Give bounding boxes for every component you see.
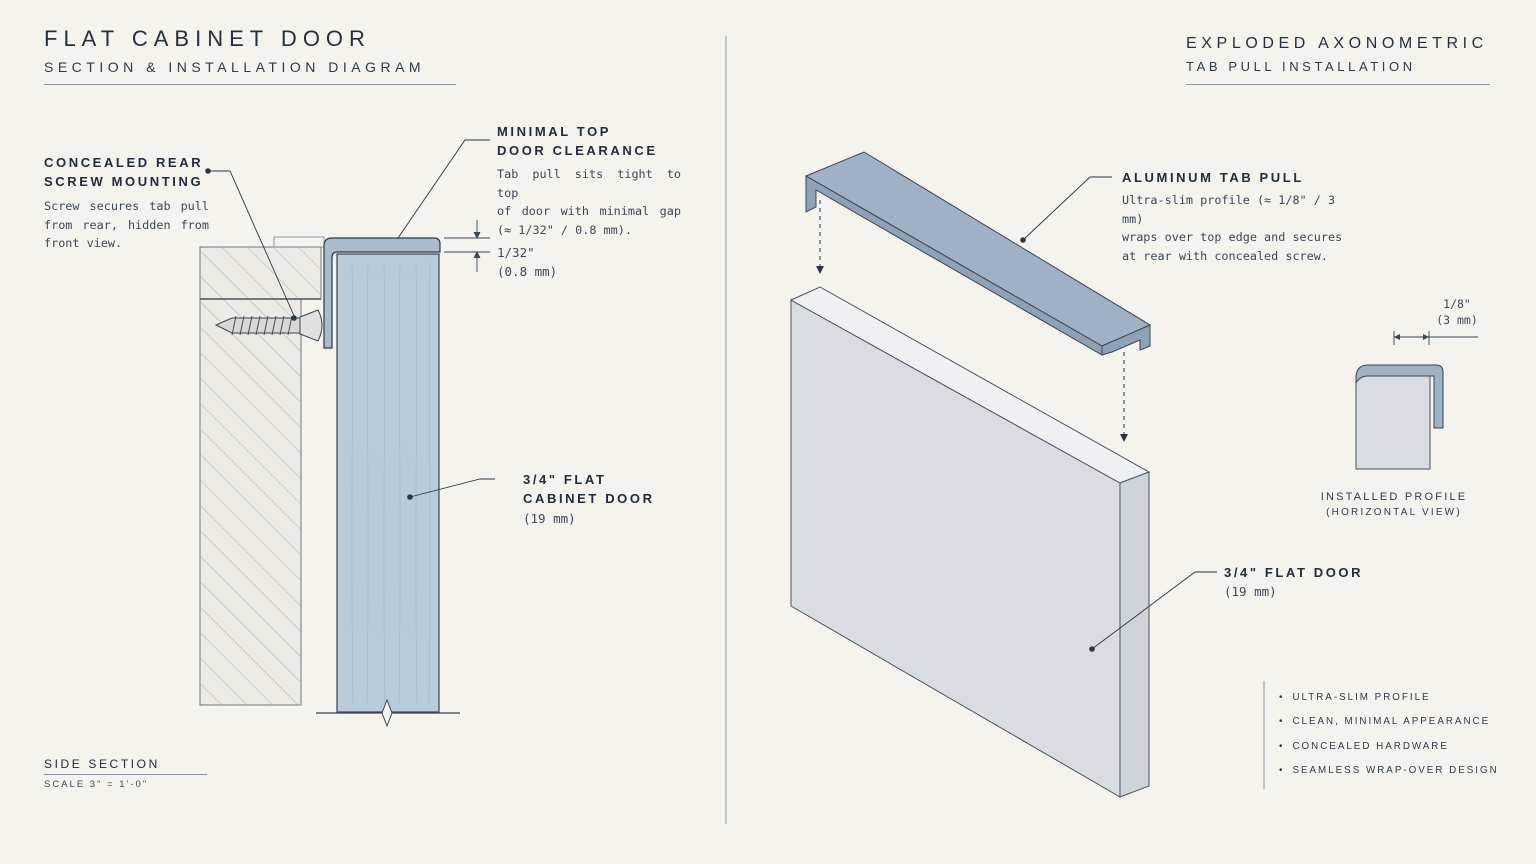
leader-screw xyxy=(208,170,296,319)
screw-callout-body-2: from rear, hidden from xyxy=(44,217,209,232)
leader-door-left xyxy=(409,478,495,498)
gap-dimension xyxy=(444,220,490,272)
profile-caption-2: (HORIZONTAL VIEW) xyxy=(1326,507,1462,518)
pull-callout-body-1: Ultra-slim profile (≈ 1/8" / 3 mm) xyxy=(1122,193,1336,226)
screw-callout-heading-2: SCREW MOUNTING xyxy=(44,174,204,189)
screw-callout-body-3: front view. xyxy=(44,236,123,250)
right-title-rule xyxy=(1186,84,1490,85)
door-callout-right-heading: 3/4" FLAT DOOR xyxy=(1224,565,1364,580)
clearance-callout-body-1: Tab pull sits tight to top xyxy=(497,167,681,200)
feature-item: •CONCEALED HARDWARE xyxy=(1279,740,1449,752)
side-section-label: SIDE SECTION xyxy=(44,757,160,771)
door-section xyxy=(336,253,440,713)
profile-caption: INSTALLED PROFILE (HORIZONTAL VIEW) xyxy=(1304,490,1484,520)
side-section-drawing xyxy=(199,139,495,728)
screw-callout: CONCEALED REAR SCREW MOUNTING Screw secu… xyxy=(44,153,209,253)
feature-item: •CLEAN, MINIMAL APPEARANCE xyxy=(1279,716,1491,728)
screw-callout-heading-1: CONCEALED REAR xyxy=(44,155,204,170)
screw xyxy=(214,309,323,342)
scale-label: SCALE 3" = 1'-0" xyxy=(44,779,149,790)
thickness-label-mm: (3 mm) xyxy=(1436,313,1478,327)
pull-callout-body-2: wraps over top edge and secures xyxy=(1122,230,1343,244)
right-subtitle: TAB PULL INSTALLATION xyxy=(1186,59,1416,74)
feature-item: •SEAMLESS WRAP-OVER DESIGN xyxy=(1279,765,1499,777)
title-rule xyxy=(44,84,456,85)
pull-callout-body-3: at rear with concealed screw. xyxy=(1122,248,1328,263)
screw-callout-body-1: Screw secures tab pull xyxy=(44,199,209,213)
door-callout-right-size: (19 mm) xyxy=(1224,584,1277,599)
axonometric-drawing xyxy=(789,151,1478,798)
thickness-label: 1/8" (3 mm) xyxy=(1422,296,1492,328)
thickness-label-inch: 1/8" xyxy=(1443,297,1471,311)
door-callout-left-heading-2: CABINET DOOR xyxy=(523,491,655,506)
profile-caption-1: INSTALLED PROFILE xyxy=(1320,491,1468,503)
gap-label-mm: (0.8 mm) xyxy=(497,263,558,279)
clearance-callout: MINIMAL TOP DOOR CLEARANCE Tab pull sits… xyxy=(497,122,681,239)
door-callout-right: 3/4" FLAT DOOR (19 mm) xyxy=(1224,563,1363,602)
door-callout-left: 3/4" FLAT CABINET DOOR (19 mm) xyxy=(523,470,655,529)
pull-callout-heading: ALUMINUM TAB PULL xyxy=(1122,170,1304,185)
feature-item: •ULTRA-SLIM PROFILE xyxy=(1279,692,1431,703)
gap-label-inch: 1/32" xyxy=(497,245,535,260)
clearance-callout-body-2: of door with minimal gap xyxy=(497,204,681,218)
leader-pull xyxy=(1022,176,1112,241)
gap-label: 1/32" (0.8 mm) xyxy=(497,244,557,281)
right-title: EXPLODED AXONOMETRIC xyxy=(1186,35,1488,52)
tab-pull-section xyxy=(323,237,441,349)
installed-profile-inset xyxy=(1355,331,1478,470)
leader-clearance xyxy=(397,139,490,239)
pull-callout: ALUMINUM TAB PULL Ultra-slim profile (≈ … xyxy=(1122,168,1352,265)
door-callout-left-heading-1: 3/4" FLAT xyxy=(523,472,607,487)
page-subtitle: SECTION & INSTALLATION DIAGRAM xyxy=(44,59,426,75)
clearance-callout-heading-2: DOOR CLEARANCE xyxy=(497,143,658,158)
feature-list: •ULTRA-SLIM PROFILE •CLEAN, MINIMAL APPE… xyxy=(1279,686,1499,784)
tab-pull-rear-lip xyxy=(1101,324,1151,356)
clearance-callout-body-3: (≈ 1/32" / 0.8 mm). xyxy=(497,222,632,237)
side-section-rule xyxy=(44,774,207,775)
door-callout-left-size: (19 mm) xyxy=(523,511,576,526)
door-side-edge xyxy=(1119,471,1150,798)
page-title: FLAT CABINET DOOR xyxy=(44,26,371,51)
clearance-callout-heading-1: MINIMAL TOP xyxy=(497,124,612,139)
break-symbol xyxy=(381,698,393,728)
leader-door-right xyxy=(1091,571,1217,650)
